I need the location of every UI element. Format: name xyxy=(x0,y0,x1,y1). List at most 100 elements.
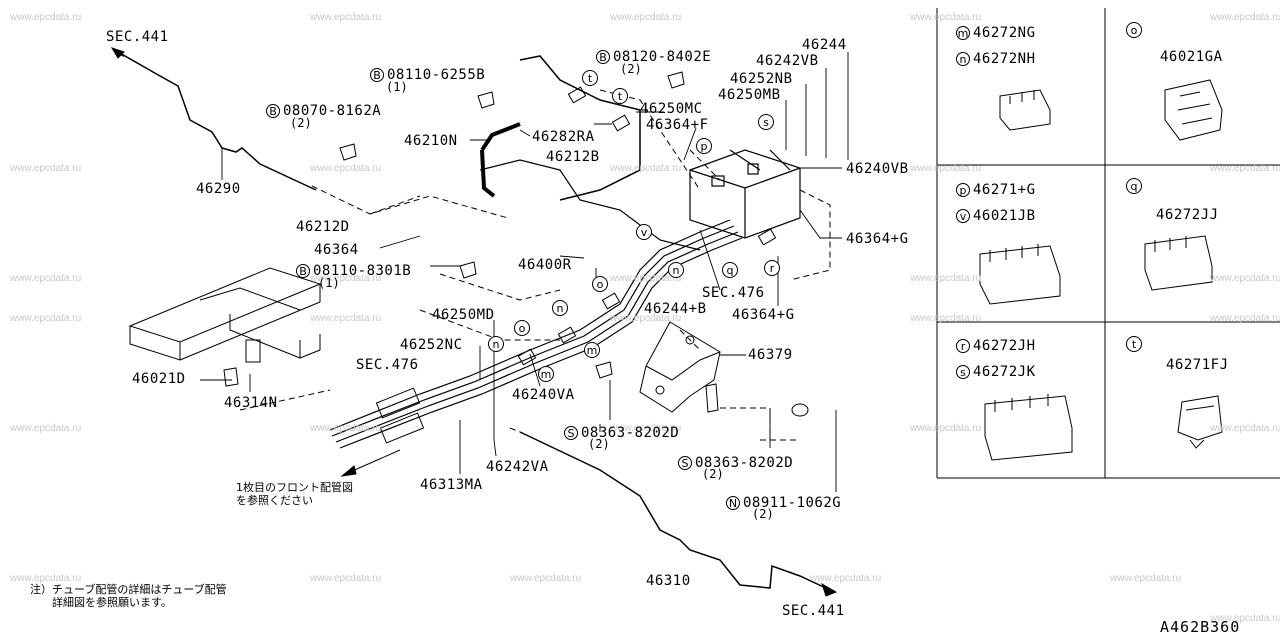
clip-table-mark-q: q xyxy=(1126,178,1142,194)
clip-marker-m[interactable]: m xyxy=(538,366,554,382)
diagram-code: A462B360 xyxy=(1160,618,1241,636)
part-label[interactable]: 46021D xyxy=(132,371,186,387)
part-label[interactable]: 46290 xyxy=(196,181,241,197)
clip-table-part-o[interactable]: 46021GA xyxy=(1160,49,1223,65)
watermark: www.epcdata.ru xyxy=(10,423,82,434)
watermark: www.epcdata.ru xyxy=(1210,313,1280,324)
watermark: www.epcdata.ru xyxy=(310,573,382,584)
watermark: www.epcdata.ru xyxy=(310,12,382,23)
tape-strips xyxy=(517,86,777,366)
part-label[interactable]: 46364+G xyxy=(732,307,795,323)
watermark: www.epcdata.ru xyxy=(810,573,882,584)
tube-46290 xyxy=(117,51,317,191)
part-label[interactable]: 46242VA xyxy=(486,459,549,475)
clip-marker-n[interactable]: n xyxy=(488,336,504,352)
watermark: www.epcdata.ru xyxy=(910,12,982,23)
part-label[interactable]: 46364+G xyxy=(846,231,909,247)
part-label[interactable]: 46282RA xyxy=(532,129,595,145)
clip-marker-o[interactable]: o xyxy=(514,320,530,336)
bolt-qty: (2) xyxy=(620,62,642,76)
tube-46310 xyxy=(519,431,831,591)
bracket-46379 xyxy=(639,321,721,413)
bolts xyxy=(223,71,809,417)
part-label[interactable]: 46379 xyxy=(748,347,793,363)
frame-rail xyxy=(128,267,322,361)
part-label[interactable]: 46400R xyxy=(518,257,572,273)
watermark: www.epcdata.ru xyxy=(1210,163,1280,174)
part-label[interactable]: 46252NC xyxy=(400,337,463,353)
bolt-qty: (1) xyxy=(386,80,408,94)
watermark: www.epcdata.ru xyxy=(910,313,982,324)
part-label[interactable]: 46244 xyxy=(802,37,847,53)
watermark: www.epcdata.ru xyxy=(610,423,682,434)
clip-sketches xyxy=(979,79,1223,461)
watermark: www.epcdata.ru xyxy=(10,12,82,23)
part-label[interactable]: 46212B xyxy=(546,149,600,165)
clip-marker-t[interactable]: t xyxy=(582,70,598,86)
watermark: www.epcdata.ru xyxy=(10,273,82,284)
part-label[interactable]: 46240VA xyxy=(512,387,575,403)
part-label[interactable]: 46252NB xyxy=(730,71,793,87)
clip-marker-v[interactable]: v xyxy=(636,224,652,240)
section-ref[interactable]: SEC.476 xyxy=(356,357,419,373)
bolt-mark-icon: B xyxy=(596,49,610,64)
section-ref[interactable]: SEC.441 xyxy=(782,603,845,619)
watermark: www.epcdata.ru xyxy=(1210,12,1280,23)
clip-marker-t[interactable]: t xyxy=(612,88,628,104)
clip-marker-n[interactable]: n xyxy=(552,300,568,316)
clip-marker-m[interactable]: m xyxy=(584,342,600,358)
part-label[interactable]: 46364 xyxy=(314,242,359,258)
part-label[interactable]: 46313MA xyxy=(420,477,483,493)
bolt-mark-icon: B xyxy=(266,103,280,118)
bolt-qty: (2) xyxy=(702,467,724,481)
clip-mark-icon: m xyxy=(956,25,970,40)
clip-marker-q[interactable]: q xyxy=(722,262,738,278)
watermark: www.epcdata.ru xyxy=(10,573,82,584)
clip-table-mark-o: o xyxy=(1126,22,1142,38)
clip-marker-s[interactable]: s xyxy=(758,114,774,130)
clip-marker-p[interactable]: p xyxy=(696,138,712,154)
part-label[interactable]: 46250MC xyxy=(640,101,703,117)
bolt-mark-icon: S xyxy=(678,455,692,470)
bolt-mark-icon: N xyxy=(726,495,740,510)
watermark: www.epcdata.ru xyxy=(310,313,382,324)
part-label[interactable]: 46310 xyxy=(646,573,691,589)
part-label[interactable]: 46240VB xyxy=(846,161,909,177)
part-label[interactable]: 46212D xyxy=(296,219,350,235)
section-ref[interactable]: SEC.441 xyxy=(106,29,169,45)
watermark: www.epcdata.ru xyxy=(10,163,82,174)
clip-table-part-t[interactable]: 46271FJ xyxy=(1166,357,1229,373)
clip-table-grid xyxy=(936,8,1280,479)
part-label[interactable]: 46242VB xyxy=(756,53,819,69)
main-tube-bundle xyxy=(329,219,743,449)
part-label[interactable]: 46210N xyxy=(404,133,458,149)
clip-marker-n[interactable]: n xyxy=(668,262,684,278)
watermark: www.epcdata.ru xyxy=(310,163,382,174)
section-ref[interactable]: SEC.476 xyxy=(702,285,765,301)
part-label[interactable]: 46250MB xyxy=(718,87,781,103)
part-label[interactable]: 46244+B xyxy=(644,301,707,317)
watermark: www.epcdata.ru xyxy=(1210,423,1280,434)
abs-actuator xyxy=(689,149,801,239)
bolt-qty: (2) xyxy=(588,437,610,451)
part-label[interactable]: 46250MD xyxy=(432,307,495,323)
part-label[interactable]: 46364+F xyxy=(646,117,709,133)
part-label[interactable]: 46314N xyxy=(224,395,278,411)
clip-table-part-q[interactable]: 46272JJ xyxy=(1156,207,1219,223)
clip-marker-o[interactable]: o xyxy=(592,276,608,292)
clip-marker-r[interactable]: r xyxy=(764,260,780,276)
